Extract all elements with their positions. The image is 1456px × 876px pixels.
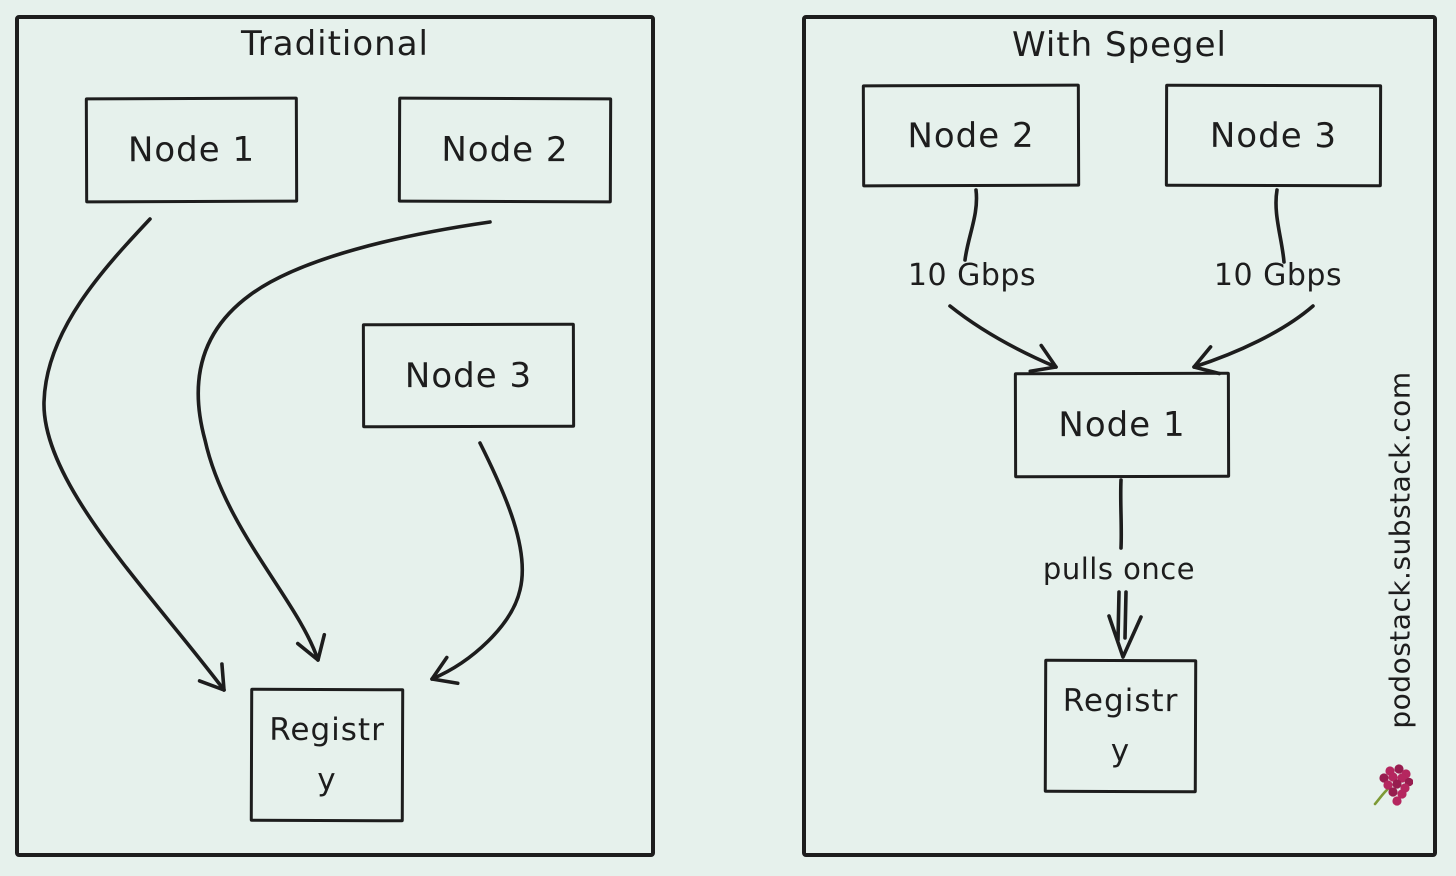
bandwidth-label-right: 10 Gbps: [1213, 258, 1343, 293]
right-node3-label: Node 3: [1209, 115, 1338, 156]
left-node1-label: Node 1: [127, 129, 256, 171]
right-node1-box: Node 1: [1013, 371, 1231, 479]
left-node3-label: Node 3: [404, 355, 533, 396]
right-registry-box: Registry: [1043, 658, 1198, 794]
traditional-panel-title: Traditional: [240, 24, 430, 64]
left-node1-box: Node 1: [84, 96, 299, 204]
right-node2-box: Node 2: [861, 83, 1081, 188]
right-registry-label: Registry: [1062, 682, 1179, 770]
left-registry-label: Registry: [269, 711, 385, 799]
pulls-once-label: pulls once: [1042, 552, 1196, 586]
left-registry-box: Registry: [249, 687, 405, 823]
with-spegel-panel-title: With Spegel: [1011, 25, 1228, 65]
panel-traditional: [15, 15, 655, 857]
watermark-text: podostack.substack.com: [1383, 371, 1417, 729]
right-node3-box: Node 3: [1164, 83, 1383, 188]
right-node1-label: Node 1: [1058, 404, 1186, 446]
right-node2-label: Node 2: [907, 115, 1035, 156]
grapes-icon: [1373, 764, 1413, 806]
left-node2-label: Node 2: [441, 129, 569, 171]
panel-with-spegel: [802, 15, 1437, 857]
bandwidth-label-left: 10 Gbps: [907, 258, 1037, 293]
left-node3-box: Node 3: [361, 322, 576, 429]
left-node2-box: Node 2: [397, 96, 613, 204]
